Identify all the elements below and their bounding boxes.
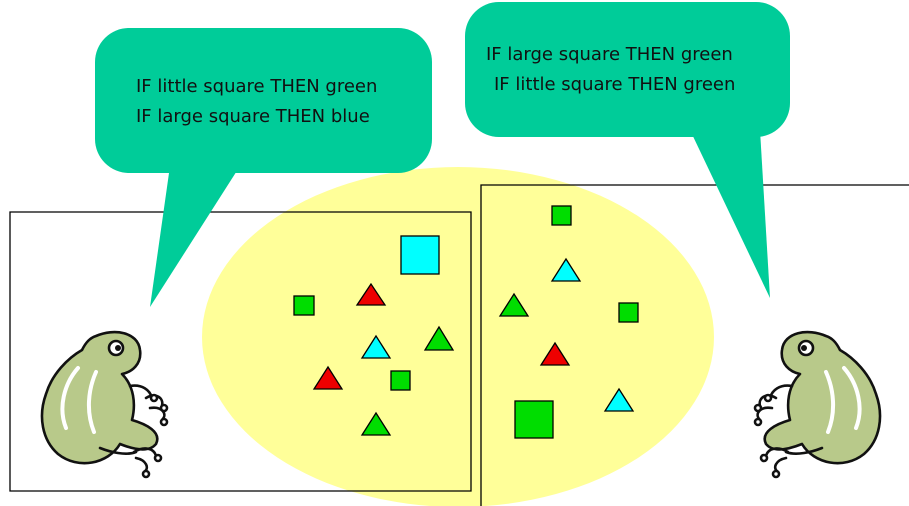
left-frame (9, 211, 472, 492)
right-bubble-text: IF large square THEN green IF little squ… (486, 40, 735, 100)
red-triangle (312, 365, 344, 390)
green-triangle (423, 325, 455, 351)
large-green-square (514, 400, 554, 439)
cyan-triangle (360, 334, 392, 359)
left-region-shapes (293, 235, 455, 436)
left-bubble-text: IF little square THEN green IF large squ… (136, 72, 377, 132)
rule-line: IF little square THEN green (136, 76, 378, 97)
left-speech-bubble (95, 28, 432, 307)
red-triangle (355, 282, 387, 306)
small-green-square (551, 205, 572, 226)
cyan-triangle (550, 257, 582, 282)
small-green-square (618, 302, 639, 323)
rule-line: IF large square THEN blue (136, 106, 370, 127)
yellow-ellipse (202, 167, 714, 506)
right-speech-bubble (465, 2, 790, 298)
small-green-square (390, 370, 411, 391)
frog-icon (40, 330, 169, 479)
right-region-shapes (498, 205, 639, 439)
red-triangle (539, 341, 571, 366)
right-frame (480, 184, 909, 506)
cyan-triangle (603, 387, 635, 412)
green-triangle (360, 411, 392, 436)
rule-line: IF little square THEN green (494, 74, 736, 95)
rule-line: IF large square THEN green (486, 44, 733, 65)
large-cyan-square (400, 235, 440, 275)
small-green-square (293, 295, 315, 316)
green-triangle (498, 292, 530, 317)
frog-icon (753, 330, 882, 479)
